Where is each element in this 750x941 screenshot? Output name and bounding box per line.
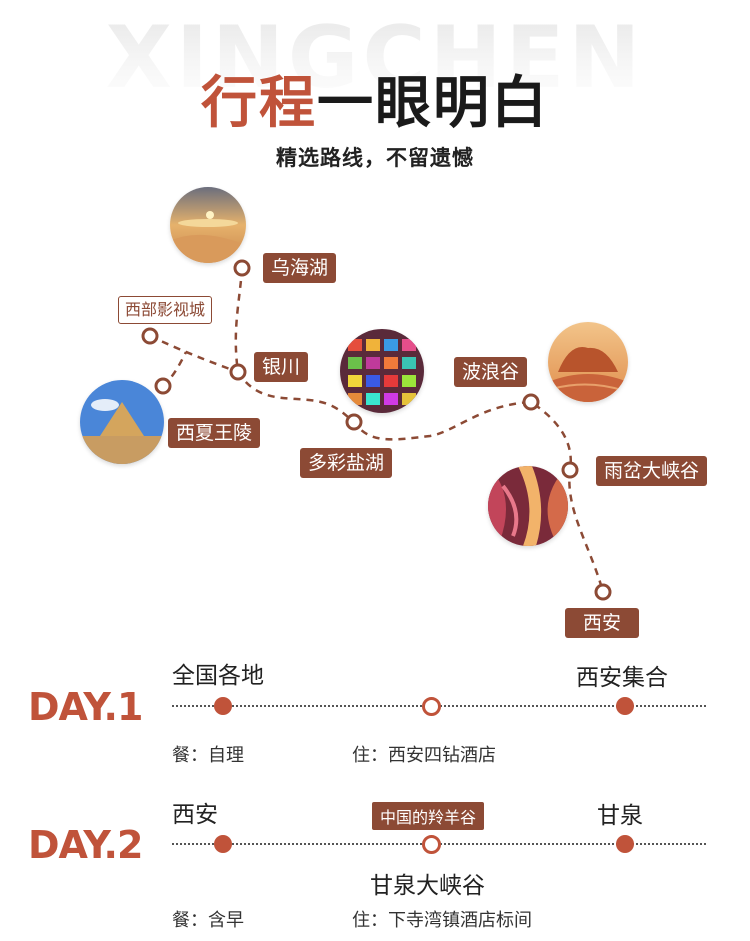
- stop-marker-xixia: [154, 377, 172, 395]
- day2-mid-tag: 中国的羚羊谷: [372, 802, 485, 830]
- day2-left-place: 西安: [172, 802, 218, 828]
- day2-right-place: 甘泉: [597, 803, 643, 829]
- day2-end-dot: [616, 835, 634, 853]
- wave-valley-photo: [548, 322, 628, 402]
- day1-right-place: 西安集合: [576, 665, 668, 691]
- stop-label-yucha: 雨岔大峡谷: [596, 456, 708, 486]
- day2-stay: 住：下寺湾镇酒店标间: [352, 910, 532, 931]
- stop-marker-xibu: [141, 327, 159, 345]
- page-title: 行程一眼明白: [0, 58, 750, 139]
- colorful-salt-lake-photo: [340, 329, 424, 413]
- stop-marker-wuhai: [233, 259, 251, 277]
- stop-marker-bolang: [522, 393, 540, 411]
- day1-mid-dot: [422, 697, 441, 716]
- stop-marker-yinchuan: [229, 363, 247, 381]
- day1-start-dot: [214, 697, 232, 715]
- stop-label-yinchuan: 银川: [254, 352, 309, 382]
- stop-label-duocai: 多彩盐湖: [300, 448, 393, 478]
- wuhai-lake-photo: [170, 187, 246, 263]
- stop-label-xian: 西安: [565, 608, 640, 638]
- stop-label-wuhai: 乌海湖: [263, 253, 337, 283]
- day1-stay: 住：西安四钻酒店: [352, 745, 496, 766]
- day1-left-place: 全国各地: [172, 663, 264, 689]
- xixia-tombs-photo: [80, 380, 164, 464]
- stop-label-bolang: 波浪谷: [454, 357, 528, 387]
- day2-start-dot: [214, 835, 232, 853]
- stop-marker-xian: [594, 583, 612, 601]
- day2-mid-place: 甘泉大峡谷: [370, 873, 485, 899]
- route-branch-xibu: [149, 334, 239, 374]
- stop-marker-duocai: [345, 413, 363, 431]
- title-highlight: 行程: [201, 71, 317, 136]
- day-label-1: DAY.1: [28, 685, 143, 729]
- route-path: [234, 267, 605, 593]
- route-map: [141, 259, 612, 601]
- day2-meal: 餐：含早: [172, 910, 244, 931]
- stop-label-xibu: 西部影视城: [118, 296, 213, 324]
- background-watermark-word: XINGCHEN: [0, 8, 750, 108]
- day-label-2: DAY.2: [28, 823, 143, 867]
- stop-marker-yucha: [561, 461, 579, 479]
- day2-mid-dot: [422, 835, 441, 854]
- title-rest: 一眼明白: [317, 71, 549, 136]
- day1-end-dot: [616, 697, 634, 715]
- stop-label-xixia: 西夏王陵: [168, 418, 261, 448]
- day1-meal: 餐：自理: [172, 745, 244, 766]
- yucha-canyon-photo: [488, 466, 568, 546]
- page-subtitle: 精选路线，不留遗憾: [276, 146, 474, 170]
